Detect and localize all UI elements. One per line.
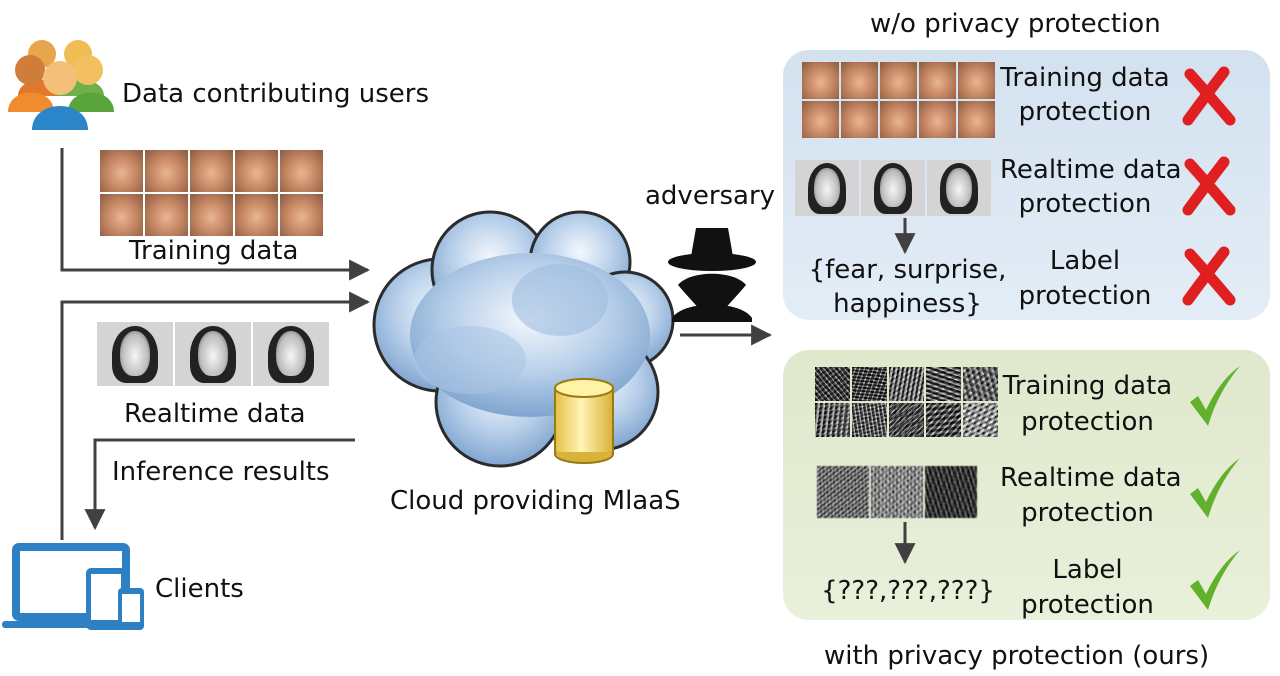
inference-results-label: Inference results xyxy=(112,456,330,489)
check-mark-icon xyxy=(1190,550,1240,610)
cloud-label: Cloud providing MlaaS xyxy=(390,485,681,518)
training-data-label: Training data xyxy=(129,235,298,268)
check-mark-icon xyxy=(1190,458,1240,518)
cross-mark-icon xyxy=(1188,72,1230,120)
bottom-row-1-line-2: protection xyxy=(1000,406,1175,439)
cross-mark-icon xyxy=(1188,162,1230,210)
clients-label: Clients xyxy=(155,573,244,606)
bottom-labels-text: {???,???,???} xyxy=(808,575,1008,608)
bottom-row-2-line-2: protection xyxy=(1000,497,1175,530)
check-mark-icon xyxy=(1190,366,1240,426)
realtime-data-label: Realtime data xyxy=(124,398,306,431)
bottom-panel-title: with privacy protection (ours) xyxy=(824,640,1209,673)
database-icon xyxy=(555,379,613,463)
top-row-1-line-2: protection xyxy=(1000,96,1170,129)
adversary-label: adversary xyxy=(645,180,775,213)
top-row-2-line-1: Realtime data xyxy=(1000,154,1170,187)
users-group-icon xyxy=(8,40,114,130)
bottom-row-3-line-1: Label xyxy=(1000,554,1175,587)
top-row-3-line-1: Label xyxy=(1000,245,1170,278)
bottom-row-1-line-1: Training data xyxy=(1000,370,1175,403)
top-panel-title: w/o privacy protection xyxy=(870,8,1161,41)
bottom-row-2-line-1: Realtime data xyxy=(1000,462,1175,495)
devices-icon xyxy=(2,543,144,630)
status-marks xyxy=(1188,72,1240,610)
cross-mark-icon xyxy=(1188,252,1230,300)
bottom-row-3-line-2: protection xyxy=(1000,589,1175,622)
cloud-icon xyxy=(374,212,673,466)
users-label: Data contributing users xyxy=(122,78,429,111)
spy-icon xyxy=(668,228,756,322)
top-row-3-line-2: protection xyxy=(1000,280,1170,313)
top-labels-line-2: happiness} xyxy=(800,288,1015,321)
top-labels-line-1: {fear, surprise, xyxy=(800,254,1015,287)
top-row-2-line-2: protection xyxy=(1000,188,1170,221)
top-row-1-line-1: Training data xyxy=(1000,62,1170,95)
